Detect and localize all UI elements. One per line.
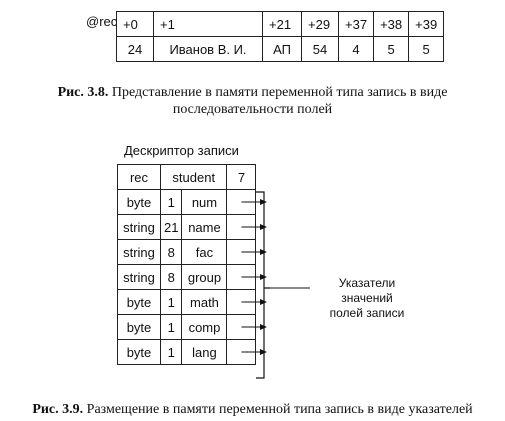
value-cell: 5 (373, 36, 410, 62)
field-name: name (181, 214, 228, 240)
field-type: string (117, 264, 161, 290)
record-address-label: @rec (86, 14, 118, 29)
descriptor-title: Дескриптор записи (124, 143, 239, 158)
descriptor-record-name: student (159, 164, 228, 190)
values-row: 24 Иванов В. И. АП 54 4 5 5 (116, 36, 445, 62)
descriptor-field-count: 7 (226, 164, 257, 190)
pointer-label-line-2: полей записи (329, 306, 405, 320)
caption-text: Размещение в памяти переменной типа запи… (86, 402, 473, 417)
field-name: fac (181, 239, 228, 265)
value-cell: 5 (408, 36, 445, 62)
field-type: string (117, 239, 161, 265)
field-type: byte (117, 339, 161, 365)
offset-cell: +21 (262, 11, 302, 37)
pointer-arrows (241, 199, 267, 355)
descriptor-field-row: byte 1 math (117, 289, 257, 315)
caption-prefix: Рис. 3.9. (32, 402, 84, 417)
offset-cell: +1 (153, 11, 263, 37)
offset-cell: +39 (408, 11, 445, 37)
value-cell: Иванов В. И. (153, 36, 263, 62)
caption-line-2: последовательности полей (172, 102, 333, 117)
value-cell: 54 (301, 36, 339, 62)
pointer-label: Указатели значений полей записи (312, 276, 422, 321)
pointer-brace (256, 191, 270, 379)
field-length: 1 (159, 339, 183, 365)
caption-prefix: Рис. 3.8. (57, 85, 109, 100)
figure-3-8-caption: Рис. 3.8. Представление в памяти перемен… (0, 84, 505, 118)
offsets-row: +0 +1 +21 +29 +37 +38 +39 (116, 11, 445, 37)
figure-3-9-caption: Рис. 3.9. Размещение в памяти переменной… (0, 401, 505, 418)
pointer-label-line-1: Указатели значений (338, 276, 396, 305)
offset-cell: +29 (301, 11, 339, 37)
field-type: byte (117, 189, 161, 215)
field-length: 1 (159, 289, 183, 315)
descriptor-header-row: rec student 7 (117, 164, 257, 190)
record-memory-table: +0 +1 +21 +29 +37 +38 +39 24 Иванов В. И… (116, 11, 445, 62)
field-type: string (117, 214, 161, 240)
caption-line-1: Представление в памяти переменной типа з… (111, 85, 448, 100)
value-cell: 24 (116, 36, 154, 62)
